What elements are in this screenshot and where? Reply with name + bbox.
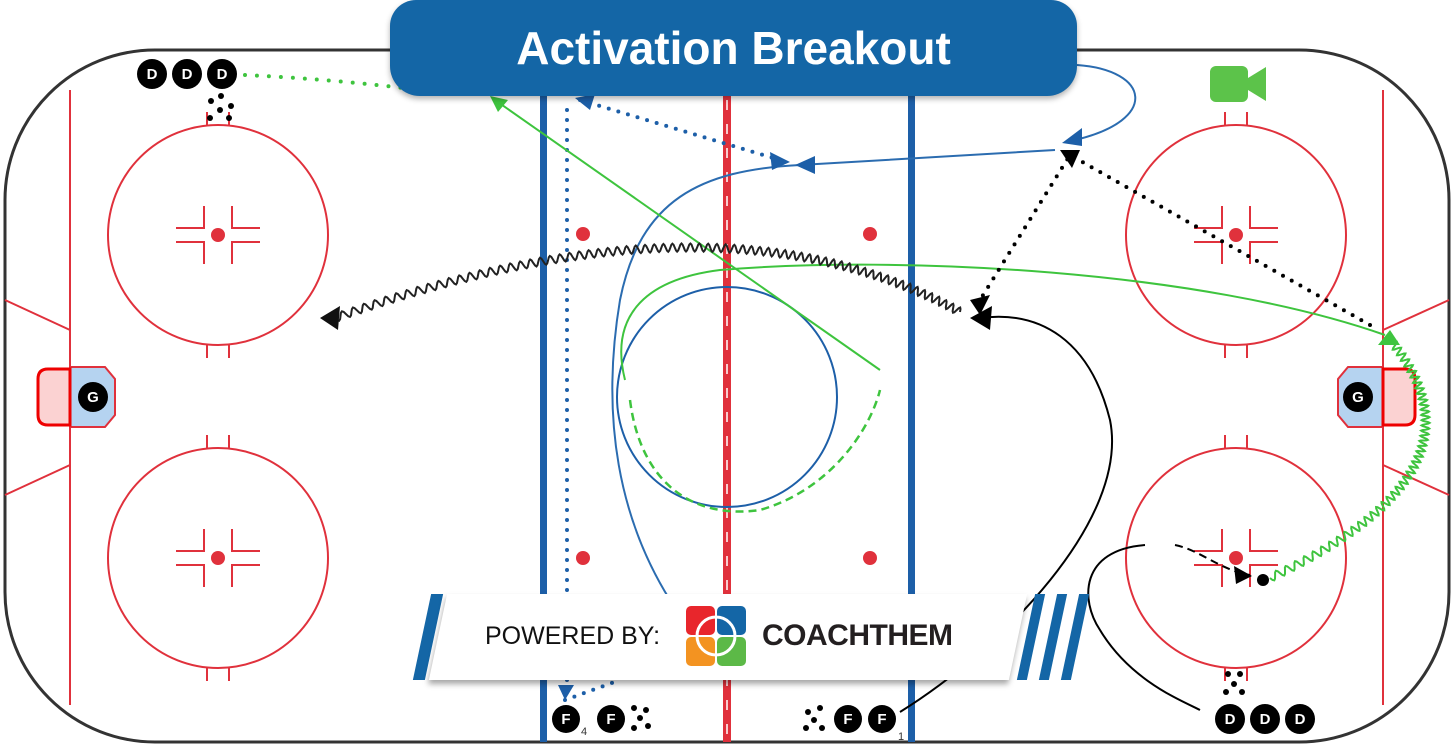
goalie-left[interactable]: G — [78, 382, 108, 412]
player-d[interactable]: D — [137, 59, 167, 89]
player-d[interactable]: D — [1215, 704, 1245, 734]
svg-text:F: F — [561, 711, 570, 728]
blue-skate-path — [611, 64, 1137, 601]
player-d[interactable]: D — [1250, 704, 1280, 734]
drill-paths — [243, 64, 1432, 713]
player-number: 1 — [898, 731, 904, 743]
svg-text:D: D — [1260, 711, 1271, 728]
player-f[interactable]: F — [834, 705, 862, 733]
green-skate-1 — [494, 99, 881, 371]
black-dotted-pass — [978, 152, 1372, 327]
brand-name: COACHTHEM — [762, 619, 953, 652]
goalie-right[interactable]: G — [1343, 382, 1373, 412]
blue-dotted-pass — [563, 98, 782, 702]
svg-text:F: F — [843, 711, 852, 728]
player-d[interactable]: D — [1285, 704, 1315, 734]
puck-piles — [207, 93, 1245, 731]
svg-text:D: D — [182, 66, 193, 83]
blue-line-left — [540, 52, 547, 742]
player-d[interactable]: D — [172, 59, 202, 89]
svg-text:F: F — [877, 711, 886, 728]
svg-text:D: D — [217, 66, 228, 83]
center-circle — [616, 286, 838, 508]
green-puck-carry — [1269, 339, 1432, 582]
player-number: 4 — [581, 726, 587, 738]
svg-text:D: D — [147, 66, 158, 83]
svg-text:F: F — [606, 711, 615, 728]
svg-text:D: D — [1295, 711, 1306, 728]
video-camera-icon[interactable] — [1210, 64, 1268, 109]
player-f[interactable]: F — [868, 705, 896, 733]
svg-text:D: D — [1225, 711, 1236, 728]
powered-by-label: POWERED BY: — [485, 622, 661, 650]
svg-text:G: G — [87, 389, 99, 406]
blue-line-right — [908, 52, 915, 742]
coachthem-logo-icon — [686, 606, 746, 666]
arrowheads — [320, 94, 1400, 700]
player-d[interactable]: D — [207, 59, 237, 89]
black-puck-carry — [334, 242, 962, 322]
svg-text:G: G — [1352, 389, 1364, 406]
powered-by-banner[interactable]: POWERED BY: COACHTHEM — [412, 594, 1090, 680]
player-f[interactable]: F — [552, 705, 580, 733]
drill-title: Activation Breakout — [390, 0, 1077, 96]
black-skate-2 — [1087, 544, 1201, 711]
player-f[interactable]: F — [597, 705, 625, 733]
green-pass — [243, 73, 462, 97]
